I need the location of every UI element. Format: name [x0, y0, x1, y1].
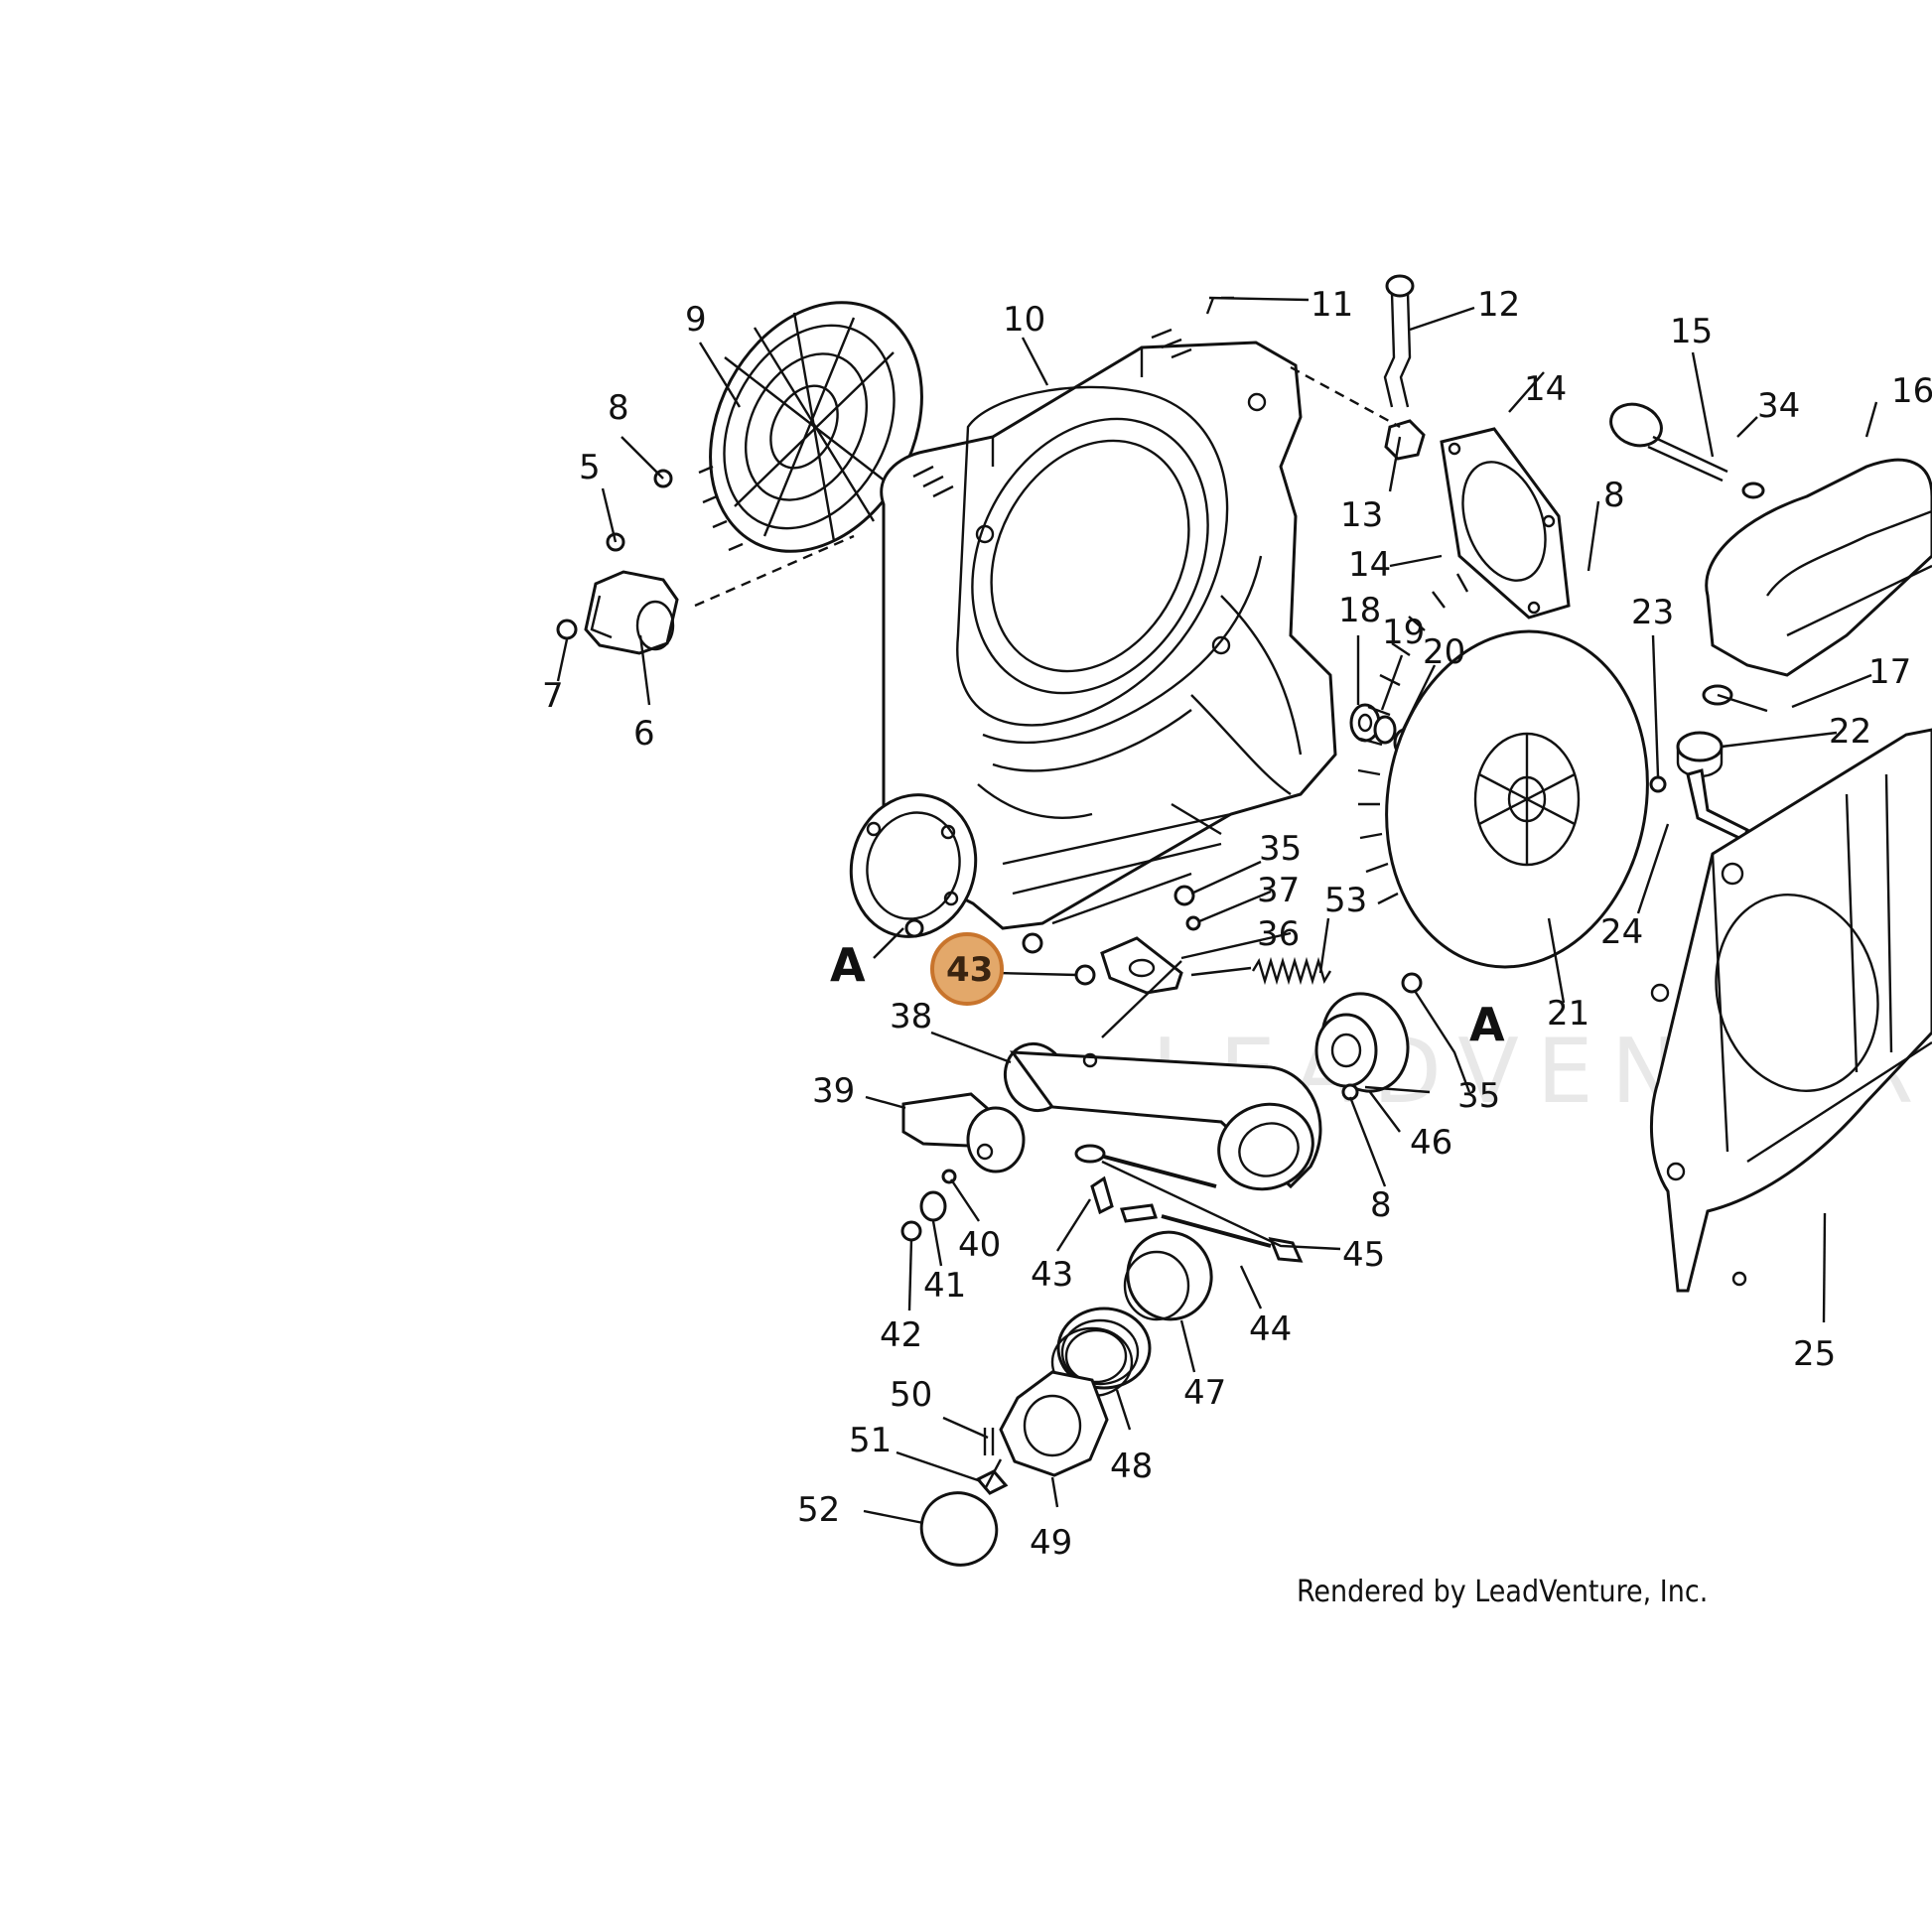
part-hub-49 — [975, 1370, 1109, 1495]
part-housing-10 — [880, 328, 1337, 954]
label-46[interactable]: 46 — [1410, 1123, 1452, 1163]
label-53[interactable]: 53 — [1324, 881, 1367, 920]
part-lever-36 — [1100, 885, 1332, 1038]
label-21[interactable]: 21 — [1547, 994, 1589, 1034]
label-39[interactable]: 39 — [812, 1071, 855, 1111]
label-48[interactable]: 48 — [1110, 1447, 1153, 1486]
label-23[interactable]: 23 — [1631, 593, 1674, 632]
label-40[interactable]: 40 — [958, 1225, 1001, 1265]
label-14-bottom[interactable]: 14 — [1348, 545, 1391, 585]
label-41[interactable]: 41 — [923, 1266, 966, 1306]
part-spring-48 — [1050, 1307, 1152, 1398]
highlight-callout-43[interactable] — [930, 932, 1004, 1006]
leader-lines — [556, 296, 1878, 1525]
label-14-top[interactable]: 14 — [1524, 369, 1567, 409]
label-22[interactable]: 22 — [1829, 712, 1871, 752]
part-nut-43 — [1074, 964, 1096, 986]
label-35-top[interactable]: 35 — [1259, 829, 1302, 869]
label-43-bottom[interactable]: 43 — [1031, 1255, 1073, 1295]
label-10[interactable]: 10 — [1003, 300, 1045, 340]
label-5[interactable]: 5 — [579, 448, 601, 487]
label-38[interactable]: 38 — [890, 997, 932, 1036]
label-6[interactable]: 6 — [633, 714, 655, 754]
label-7[interactable]: 7 — [542, 676, 564, 716]
label-A-left[interactable]: A — [830, 938, 866, 992]
label-18[interactable]: 18 — [1338, 591, 1381, 630]
label-8-bottom[interactable]: 8 — [1370, 1185, 1392, 1225]
label-A-right[interactable]: A — [1469, 998, 1505, 1051]
label-17[interactable]: 17 — [1868, 652, 1911, 692]
label-9[interactable]: 9 — [685, 300, 707, 340]
label-47[interactable]: 47 — [1183, 1373, 1226, 1413]
part-case-25 — [1650, 728, 1932, 1293]
part-latch-39 — [901, 1092, 1026, 1173]
label-15[interactable]: 15 — [1670, 312, 1713, 351]
label-35-bottom[interactable]: 35 — [1457, 1076, 1500, 1116]
part-plate-14 — [1440, 427, 1571, 620]
part-fan-21 — [1357, 573, 1649, 969]
label-8-left[interactable]: 8 — [608, 388, 629, 428]
label-16[interactable]: 16 — [1891, 371, 1932, 411]
label-42[interactable]: 42 — [880, 1315, 922, 1355]
credit-text: Rendered by LeadVenture, Inc. — [1297, 1575, 1708, 1609]
label-37[interactable]: 37 — [1257, 871, 1300, 910]
part-screws-40-42 — [900, 1169, 957, 1242]
part-pulley-47 — [1123, 1230, 1213, 1321]
label-45[interactable]: 45 — [1342, 1235, 1385, 1275]
label-44[interactable]: 44 — [1249, 1310, 1292, 1349]
part-cap-52 — [919, 1491, 999, 1567]
part-bushing-22 — [1649, 731, 1749, 843]
label-49[interactable]: 49 — [1030, 1523, 1072, 1563]
part-shaft-15 — [1609, 402, 1765, 499]
part-cover-46 — [1314, 972, 1423, 1133]
part-labels: 9 10 11 12 14 15 34 16 8 5 13 8 14 18 19… — [542, 285, 1932, 1563]
label-11[interactable]: 11 — [1311, 285, 1353, 325]
label-24[interactable]: 24 — [1600, 912, 1643, 952]
part-handle-16 — [1702, 458, 1932, 713]
label-13[interactable]: 13 — [1340, 495, 1383, 535]
label-52[interactable]: 52 — [797, 1490, 840, 1530]
part-knob-12 — [1290, 274, 1426, 461]
label-34[interactable]: 34 — [1757, 386, 1800, 426]
label-20[interactable]: 20 — [1423, 632, 1465, 672]
part-arm-38 — [1004, 1041, 1322, 1191]
label-8-right[interactable]: 8 — [1603, 476, 1625, 515]
label-43-highlighted[interactable]: 43 — [946, 950, 993, 990]
label-19[interactable]: 19 — [1382, 613, 1425, 652]
label-25[interactable]: 25 — [1793, 1334, 1836, 1374]
part-flange-A — [849, 793, 978, 938]
label-12[interactable]: 12 — [1477, 285, 1520, 325]
label-51[interactable]: 51 — [849, 1421, 892, 1460]
label-36[interactable]: 36 — [1257, 914, 1300, 954]
label-50[interactable]: 50 — [890, 1375, 932, 1415]
